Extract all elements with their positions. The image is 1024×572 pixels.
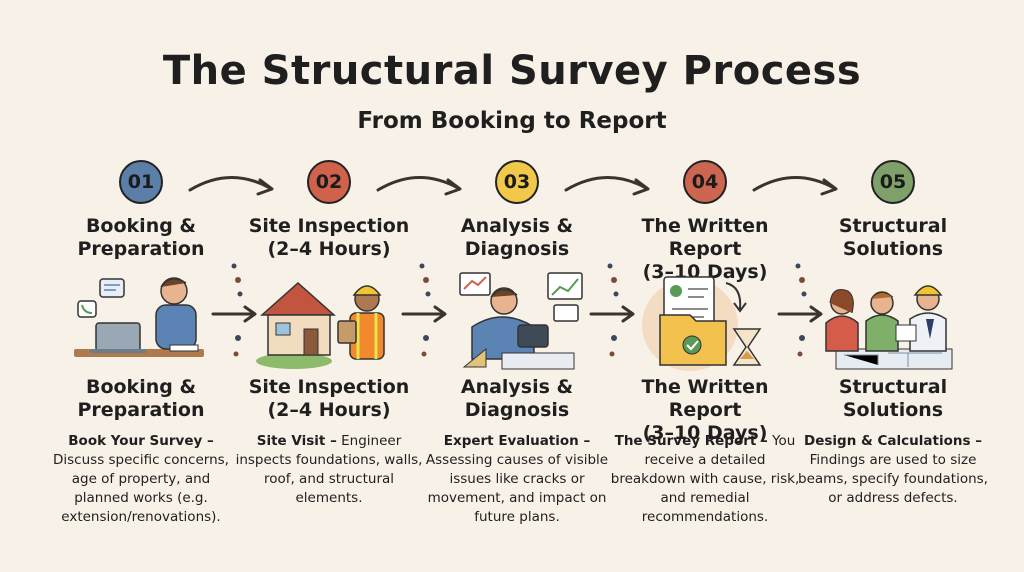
- step-2: 02 Site Inspection (2–4 Hours) Site Insp…: [234, 160, 424, 506]
- step-number-badge: 01: [119, 160, 163, 204]
- step-heading: The Written Report (3–10 Days): [610, 215, 800, 283]
- step-heading-repeat: Site Inspection (2–4 Hours): [234, 376, 424, 422]
- analysis-tablet-icon: [459, 272, 583, 370]
- step-heading-line: Diagnosis: [464, 399, 570, 421]
- right-arrow-icon: [211, 305, 257, 323]
- step-description: Book Your Survey – Discuss specific conc…: [46, 432, 236, 527]
- step-description-text: Findings are used to size beams, specify…: [798, 452, 988, 506]
- dotted-divider: [231, 263, 243, 357]
- step-heading-repeat: The Written Report (3–10 Days): [610, 376, 800, 445]
- step-4: 04 The Written Report (3–10 Days) The Wr…: [610, 160, 800, 525]
- step-heading-repeat: Analysis & Diagnosis: [422, 376, 612, 422]
- engineer-house-icon: [256, 281, 385, 369]
- step-heading-line: Preparation: [77, 238, 205, 260]
- step-heading-line: (2–4 Hours): [267, 238, 391, 260]
- step-heading-line: Solutions: [842, 238, 944, 260]
- step-number-badge: 03: [495, 160, 539, 204]
- step-heading: Booking & Preparation: [78, 215, 205, 261]
- step-heading-line: Site Inspection: [248, 215, 410, 237]
- step-description-lead: The Survey Report –: [614, 433, 768, 449]
- step-description: Site Visit – Engineer inspects foundatio…: [234, 432, 424, 508]
- curved-arrow-icon: [752, 176, 838, 196]
- step-1: 01 Booking & Preparation Booking & Prepa…: [46, 160, 236, 525]
- dotted-divider: [607, 263, 619, 357]
- step-heading-line: Analysis &: [460, 215, 574, 237]
- step-heading-line: Site Inspection: [248, 376, 410, 398]
- curved-arrow-icon: [376, 176, 462, 196]
- step-description-lead: Design & Calculations –: [804, 433, 982, 449]
- step-heading-line: Booking &: [85, 376, 197, 398]
- step-heading-line: Structural: [838, 215, 948, 237]
- step-description-lead: Expert Evaluation –: [443, 433, 591, 449]
- report-folder-icon: [642, 276, 762, 371]
- step-description: The Survey Report – You receive a detail…: [610, 432, 800, 527]
- step-heading-line: The Written Report: [641, 376, 769, 421]
- step-description-lead: Site Visit –: [256, 433, 337, 449]
- step-heading-line: Booking &: [85, 215, 197, 237]
- step-heading-line: Diagnosis: [464, 238, 570, 260]
- dotted-divider: [419, 263, 431, 357]
- step-heading: Analysis & Diagnosis: [461, 215, 573, 261]
- step-description-text: You receive a detailed breakdown with ca…: [610, 433, 800, 525]
- step-heading-line: (2–4 Hours): [267, 399, 391, 421]
- curved-arrow-icon: [564, 176, 650, 196]
- step-description: Expert Evaluation – Assessing causes of …: [422, 432, 612, 527]
- curved-arrow-icon: [188, 176, 274, 196]
- step-number-badge: 05: [871, 160, 915, 204]
- right-arrow-icon: [401, 305, 447, 323]
- phone-call-laptop-icon: [74, 277, 204, 357]
- step-heading-repeat: Booking & Preparation: [46, 376, 236, 422]
- step-description-text: Discuss specific concerns, age of proper…: [53, 452, 229, 525]
- step-heading-line: Analysis &: [460, 376, 574, 398]
- step-number-badge: 04: [683, 160, 727, 204]
- step-5: 05 Structural Solutions Structural Solut…: [798, 160, 988, 506]
- team-blueprint-icon: [825, 285, 953, 370]
- dotted-divider: [795, 263, 807, 357]
- step-heading-line: Solutions: [842, 399, 944, 421]
- step-number-badge: 02: [307, 160, 351, 204]
- page-subtitle: From Booking to Report: [357, 108, 667, 134]
- step-heading: Site Inspection (2–4 Hours): [249, 215, 410, 261]
- step-3: 03 Analysis & Diagnosis Analysis & Diagn…: [422, 160, 612, 525]
- right-arrow-icon: [589, 305, 635, 323]
- step-description: Design & Calculations – Findings are use…: [798, 432, 988, 508]
- step-description-lead: Book Your Survey –: [68, 433, 214, 449]
- step-description-text: Assessing causes of visible issues like …: [425, 452, 609, 525]
- right-arrow-icon: [777, 305, 823, 323]
- step-heading-line: (3–10 Days): [642, 422, 768, 444]
- step-heading-repeat: Structural Solutions: [798, 376, 988, 422]
- step-heading-line: Structural: [838, 376, 948, 398]
- step-heading-line: The Written Report: [641, 215, 769, 260]
- step-heading-line: Preparation: [77, 399, 205, 421]
- step-description-text: Engineer inspects foundations, walls, ro…: [235, 433, 423, 506]
- step-heading: Structural Solutions: [839, 215, 947, 261]
- page-title: The Structural Survey Process: [162, 48, 862, 94]
